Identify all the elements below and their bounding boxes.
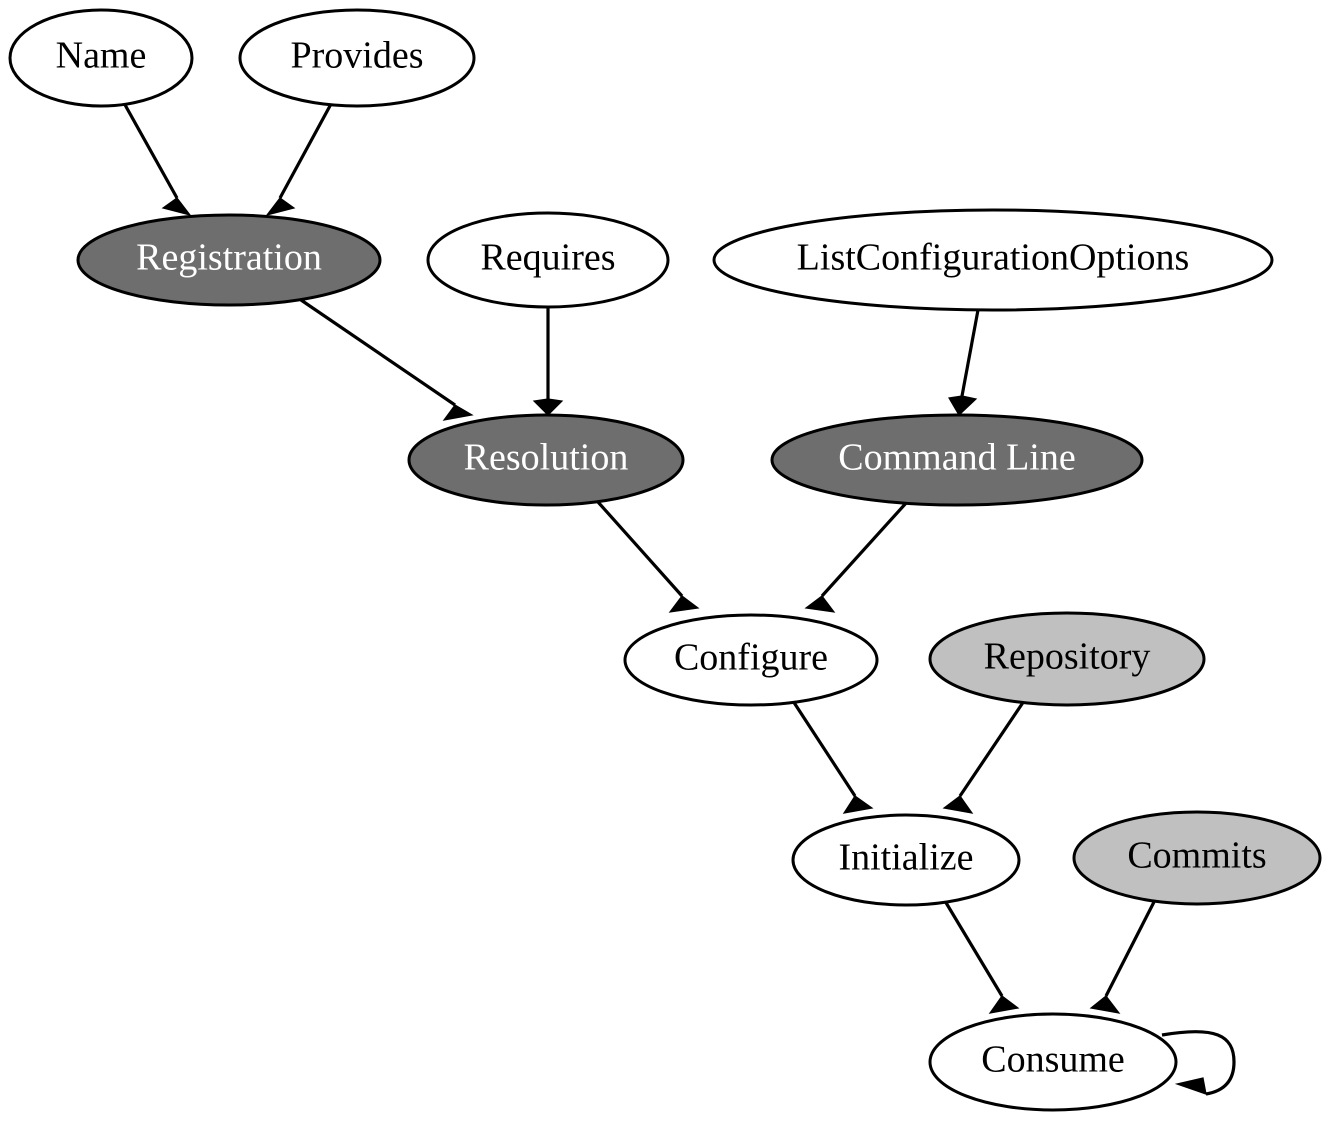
arrowhead-icon [804, 595, 836, 613]
node-repository[interactable]: Repository [928, 611, 1206, 707]
node-shape[interactable] [8, 8, 194, 108]
node-shape[interactable] [623, 613, 879, 707]
edge-repository-initialize [942, 700, 1026, 814]
edge-initialize-consume [943, 900, 1020, 1014]
node-shape[interactable] [238, 8, 476, 108]
edge-consume-consume-self [1161, 1030, 1236, 1096]
node-label: Repository [984, 636, 1151, 678]
node-label: Commits [1127, 835, 1266, 877]
node-consume[interactable]: Consume [928, 1012, 1178, 1112]
node-requires[interactable]: Requires [426, 211, 670, 309]
node-commandline[interactable]: Command Line [770, 413, 1144, 507]
arrowhead-icon [1089, 995, 1121, 1014]
arrowhead-icon [942, 795, 974, 814]
edge-line [958, 700, 1026, 797]
node-configure[interactable]: Configure [623, 613, 879, 707]
edge-line [943, 900, 1004, 997]
node-label: Provides [291, 35, 424, 77]
edge-provides-registration [265, 103, 333, 217]
edge-line [300, 298, 456, 407]
arrowhead-icon [668, 595, 700, 613]
node-provides[interactable]: Provides [238, 8, 476, 108]
node-label: Registration [136, 237, 322, 279]
node-shape[interactable] [1072, 810, 1322, 906]
node-shape[interactable] [928, 1012, 1178, 1112]
node-label: Name [56, 35, 147, 77]
edges-layer [122, 102, 1236, 1096]
arrowhead-icon [161, 197, 192, 217]
node-label: Command Line [838, 437, 1075, 479]
edge-commits-consume [1089, 899, 1157, 1014]
edge-registration-resolution [300, 298, 474, 421]
node-label: Consume [981, 1039, 1125, 1081]
node-shape[interactable] [426, 211, 670, 309]
node-label: Requires [480, 237, 615, 279]
node-shape[interactable] [791, 813, 1021, 907]
node-commits[interactable]: Commits [1072, 810, 1322, 906]
edge-requires-resolution [532, 307, 564, 416]
edge-line [596, 500, 684, 598]
arrowhead-icon [988, 995, 1020, 1014]
edge-line [278, 103, 333, 199]
edge-listconfigurationoptions-commandline [948, 309, 980, 416]
edge-name-registration [122, 102, 192, 217]
node-name[interactable]: Name [8, 8, 194, 108]
edge-line [122, 102, 179, 199]
edge-line [960, 309, 980, 397]
node-listconfigurationoptions[interactable]: ListConfigurationOptions [712, 208, 1274, 312]
arrowhead-icon [532, 398, 564, 416]
arrowhead-icon [1174, 1077, 1207, 1095]
edge-commandline-configure [804, 500, 909, 613]
node-shape[interactable] [712, 208, 1274, 312]
arrowhead-icon [265, 197, 296, 217]
node-shape[interactable] [76, 213, 382, 307]
node-label: Resolution [464, 437, 629, 479]
edge-line [820, 500, 909, 598]
edge-resolution-configure [596, 500, 700, 613]
edge-line [791, 700, 857, 797]
node-registration[interactable]: Registration [76, 213, 382, 307]
node-shape[interactable] [928, 611, 1206, 707]
node-initialize[interactable]: Initialize [791, 813, 1021, 907]
arrowhead-icon [842, 795, 874, 814]
edge-line [1104, 899, 1157, 997]
node-resolution[interactable]: Resolution [407, 413, 685, 507]
edge-configure-initialize [791, 700, 874, 814]
node-label: Configure [674, 637, 828, 679]
arrowhead-icon [442, 404, 474, 421]
node-shape[interactable] [770, 413, 1144, 507]
node-label: ListConfigurationOptions [797, 237, 1190, 279]
arrowhead-icon [948, 395, 978, 416]
node-label: Initialize [838, 837, 973, 879]
edge-line [1161, 1030, 1236, 1096]
node-shape[interactable] [407, 413, 685, 507]
